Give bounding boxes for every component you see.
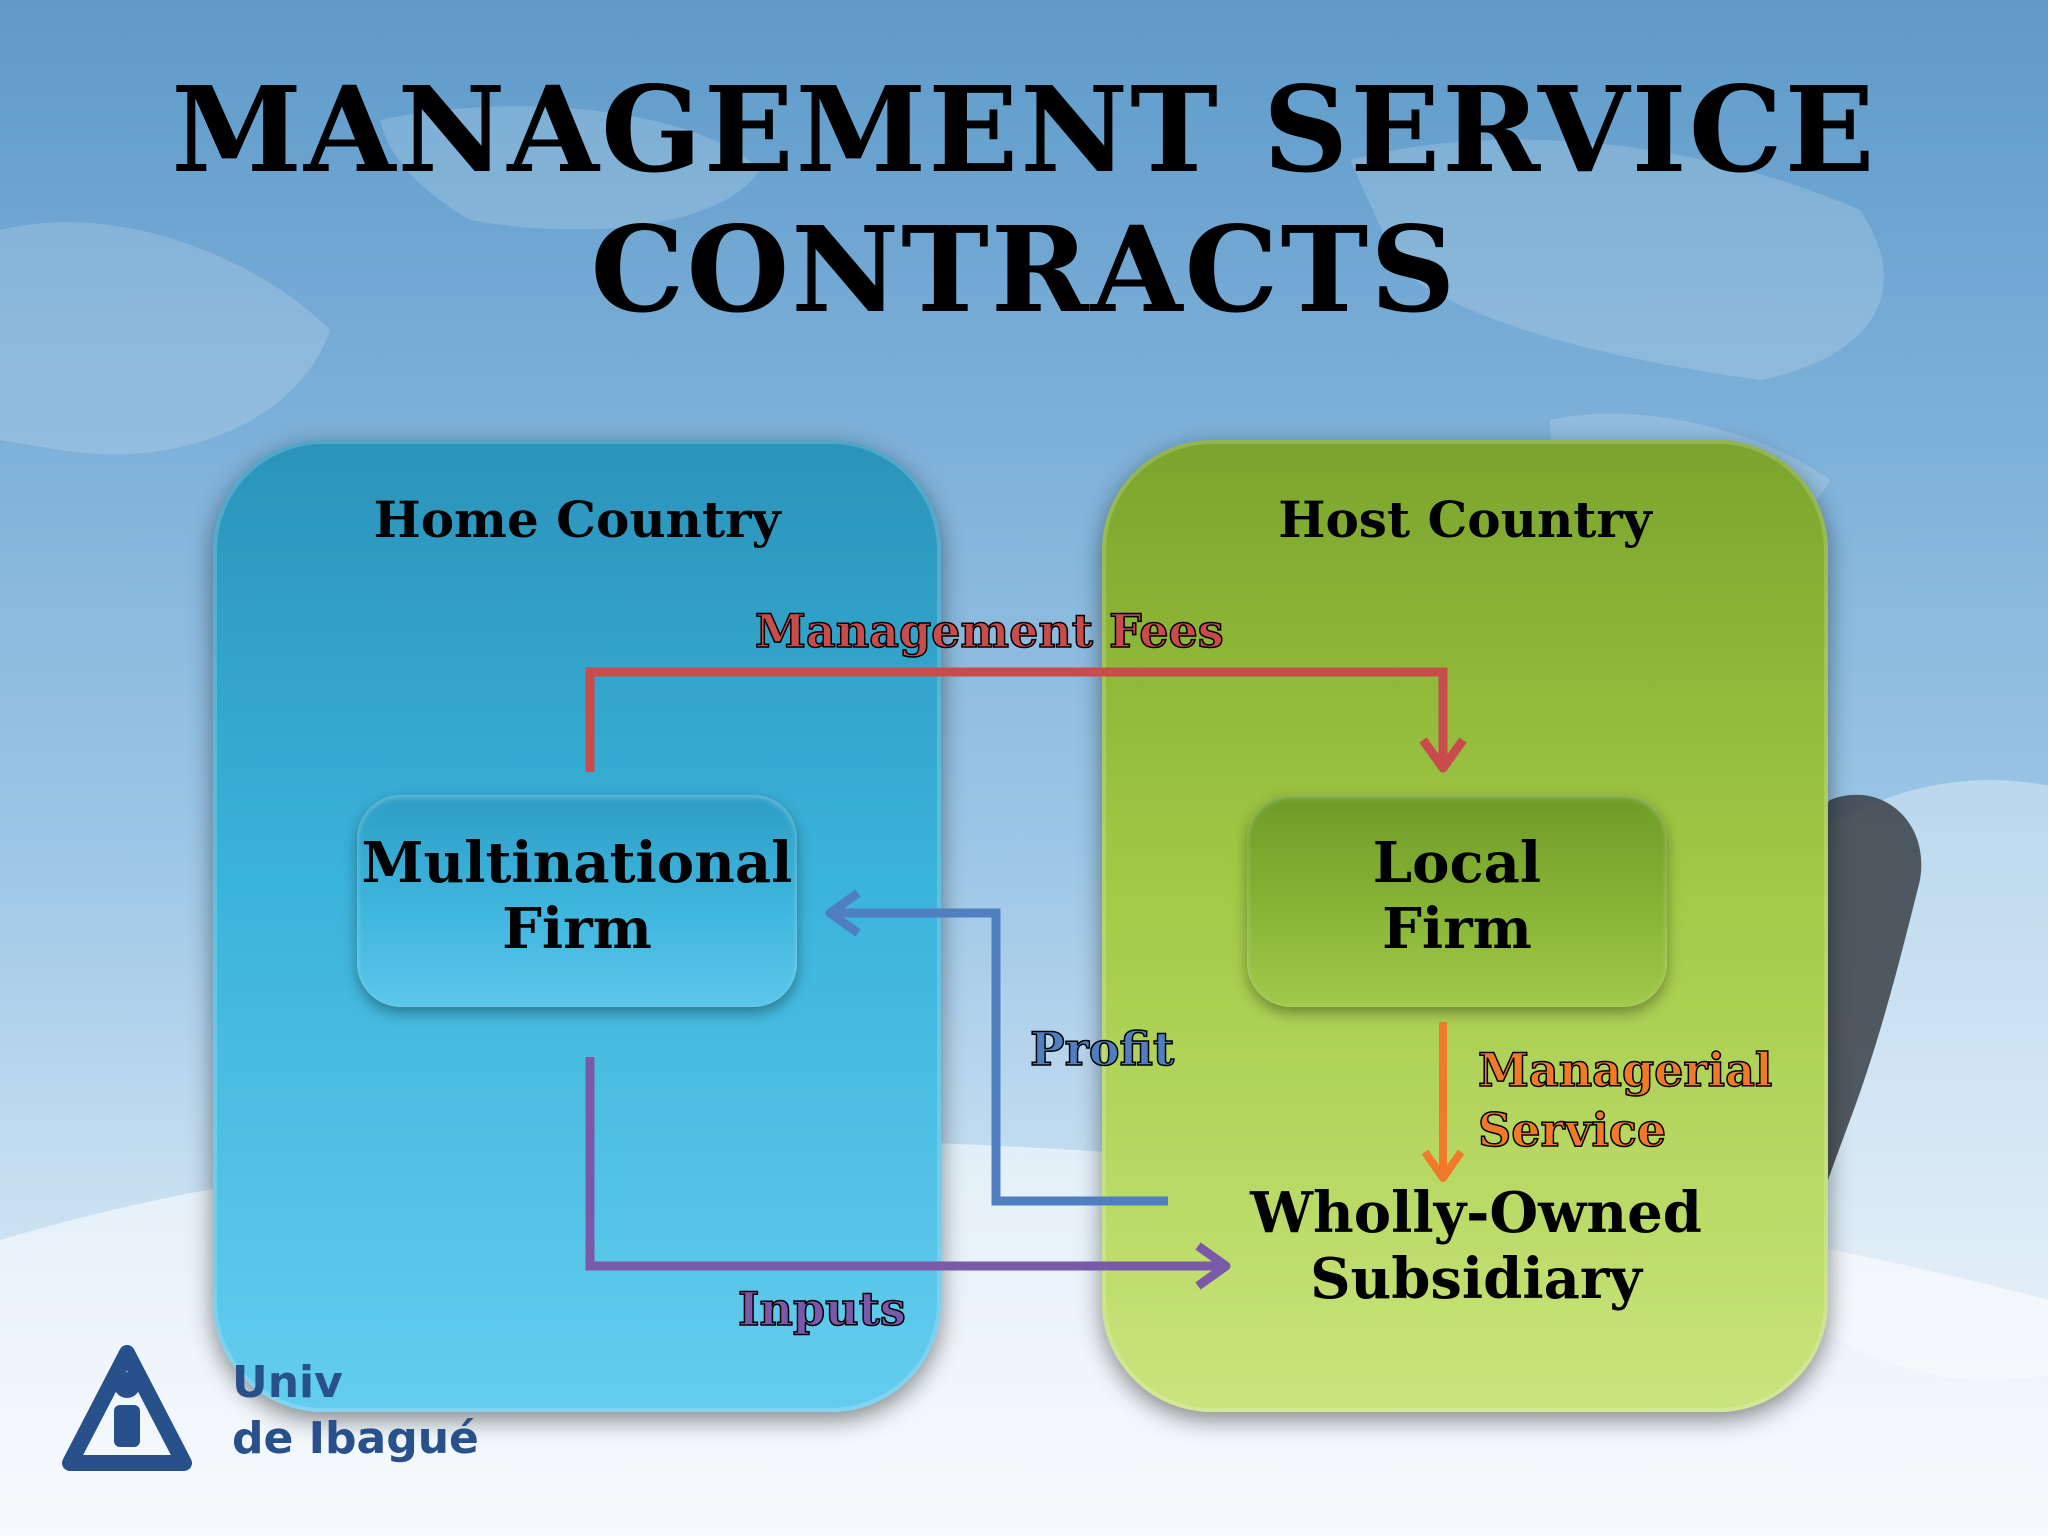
title-line-2: CONTRACTS (590, 200, 1458, 339)
profit-arrowhead (825, 889, 861, 937)
wholly-owned-subsidiary-label: Wholly-Owned Subsidiary (1250, 1180, 1702, 1312)
managerial-service-label: Managerial Service (1477, 1042, 1773, 1158)
inputs-arrow (585, 1057, 1220, 1271)
multinational-firm-label: Multinational Firm (361, 830, 793, 962)
slide-title: MANAGEMENT SERVICE CONTRACTS (0, 60, 2048, 340)
managerial-service-arrowhead (1421, 1149, 1465, 1182)
inputs-label: Inputs (737, 1281, 906, 1337)
home-country-panel: Home Country (213, 440, 941, 1412)
local-firm-box (1247, 795, 1667, 1007)
multinational-firm-box (357, 795, 797, 1007)
management-fees-label: Management Fees (754, 603, 1224, 659)
management-fees-arrow (585, 667, 1448, 772)
management-fees-arrowhead (1419, 737, 1467, 773)
logo-line-2: de Ibagué (232, 1413, 479, 1464)
title-line-1: MANAGEMENT SERVICE (171, 60, 1877, 199)
inputs-arrowhead (1195, 1242, 1231, 1290)
home-country-heading: Home Country (373, 490, 781, 549)
profit-label: Profit (1029, 1021, 1175, 1077)
profit-arrow (830, 908, 1168, 1206)
logo-line-1: Univ (232, 1357, 343, 1408)
university-logo-icon (62, 1345, 192, 1471)
host-country-heading: Host Country (1278, 490, 1652, 549)
local-firm-label: Local Firm (1372, 830, 1542, 962)
university-logo: Univ de Ibagué (62, 1345, 482, 1475)
